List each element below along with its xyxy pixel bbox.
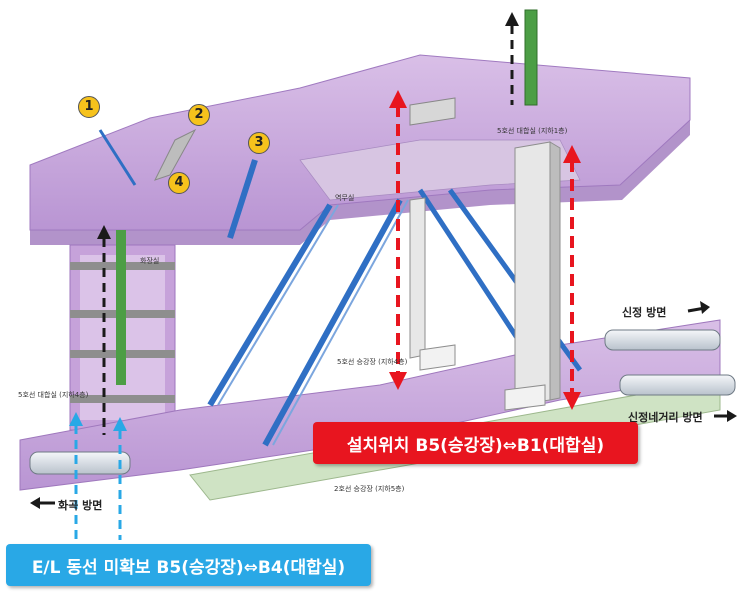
trains bbox=[29, 329, 736, 475]
red-arrows bbox=[389, 90, 581, 410]
label-sinjeong-direction: 신정 방면 bbox=[622, 306, 667, 319]
label-station-room: 역무실 bbox=[335, 194, 355, 202]
elevator-missing-callout: E/L 동선 미확보 B5(승강장)⇔B4(대합실) bbox=[6, 544, 371, 586]
label-line5-concourse: 5호선 대합실 (지하1층) bbox=[497, 127, 568, 135]
direction-arrows bbox=[30, 301, 737, 509]
elevator-shafts bbox=[409, 141, 561, 411]
label-hwagok-direction: 화곡 방면 bbox=[58, 499, 103, 512]
label-line5-concourse-b4: 5호선 대합실 (지하4층) bbox=[18, 391, 89, 399]
label-line2-platform: 2호선 승강장 (지하5층) bbox=[334, 485, 405, 493]
marker-2: 2 bbox=[188, 104, 210, 126]
concourse-b1-slab bbox=[29, 54, 691, 245]
marker-1: 1 bbox=[78, 96, 100, 118]
installation-callout-text: 설치위치 B5(승강장)⇔B1(대합실) bbox=[346, 435, 605, 456]
elevator-missing-callout-text: E/L 동선 미확보 B5(승강장)⇔B4(대합실) bbox=[31, 557, 346, 578]
installation-callout: 설치위치 B5(승강장)⇔B1(대합실) bbox=[313, 422, 638, 464]
marker-3: 3 bbox=[248, 132, 270, 154]
label-washroom: 화장실 bbox=[140, 257, 160, 265]
exit-shaft-green bbox=[524, 9, 538, 106]
label-line5-platform: 5호선 승강장 (지하4층) bbox=[337, 358, 408, 366]
label-sinjeong-junction-direction: 신정네거리 방면 bbox=[628, 411, 703, 424]
shaft-b4 bbox=[69, 230, 176, 431]
black-arrows bbox=[97, 12, 519, 435]
marker-4: 4 bbox=[168, 172, 190, 194]
blue-arrows bbox=[69, 412, 127, 540]
